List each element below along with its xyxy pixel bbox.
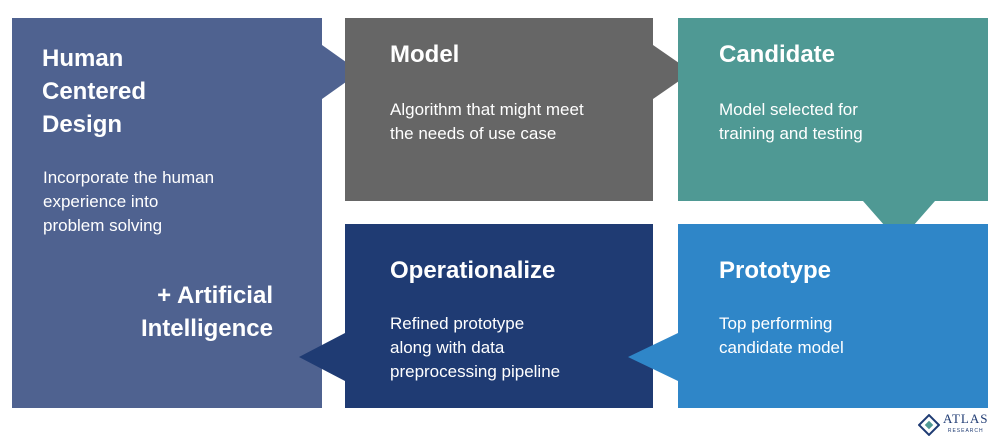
human-title-line: Human [42, 45, 124, 72]
model-desc-line: the needs of use case [390, 124, 557, 143]
prototype-desc-line: Top performing [719, 314, 833, 333]
human-desc-line: Incorporate the human [43, 168, 215, 187]
operationalize-description: Refined prototype along with data prepro… [390, 312, 560, 384]
model-description: Algorithm that might meet the needs of u… [390, 98, 584, 146]
prototype-title: Prototype [719, 257, 832, 284]
prototype-panel [628, 224, 988, 408]
candidate-desc-line: Model selected for [719, 100, 858, 119]
ai-label: + Artificial Intelligence [141, 279, 273, 345]
model-desc-line: Algorithm that might meet [390, 100, 584, 119]
human-title-line: Design [42, 111, 123, 138]
atlas-diamond-logo-icon [918, 414, 940, 436]
model-panel [345, 18, 692, 201]
ai-label-line: Intelligence [140, 315, 273, 342]
operationalize-title: Operationalize [390, 257, 556, 284]
human-centered-panel [12, 18, 360, 408]
candidate-title: Candidate [719, 41, 836, 68]
candidate-description: Model selected for training and testing [719, 98, 863, 146]
human-description: Incorporate the human experience into pr… [43, 166, 214, 238]
candidate-desc-line: training and testing [719, 124, 863, 143]
atlas-logo: ATLAS RESEARCH [918, 411, 989, 437]
human-title: Human Centered Design [42, 42, 146, 141]
prototype-desc-line: candidate model [719, 338, 844, 357]
human-desc-line: problem solving [43, 216, 163, 235]
prototype-description: Top performing candidate model [719, 312, 844, 360]
logo-subtitle: RESEARCH [947, 428, 984, 434]
operationalize-panel [299, 224, 653, 408]
logo-name: ATLAS [943, 411, 989, 426]
operationalize-desc-line: along with data [390, 338, 505, 357]
operationalize-desc-line: preprocessing pipeline [390, 362, 561, 381]
human-title-line: Centered [42, 78, 147, 105]
ai-label-line: + Artificial [157, 282, 273, 309]
human-desc-line: experience into [43, 192, 159, 211]
operationalize-desc-line: Refined prototype [390, 314, 525, 333]
model-title: Model [390, 41, 460, 68]
candidate-panel [678, 18, 988, 242]
